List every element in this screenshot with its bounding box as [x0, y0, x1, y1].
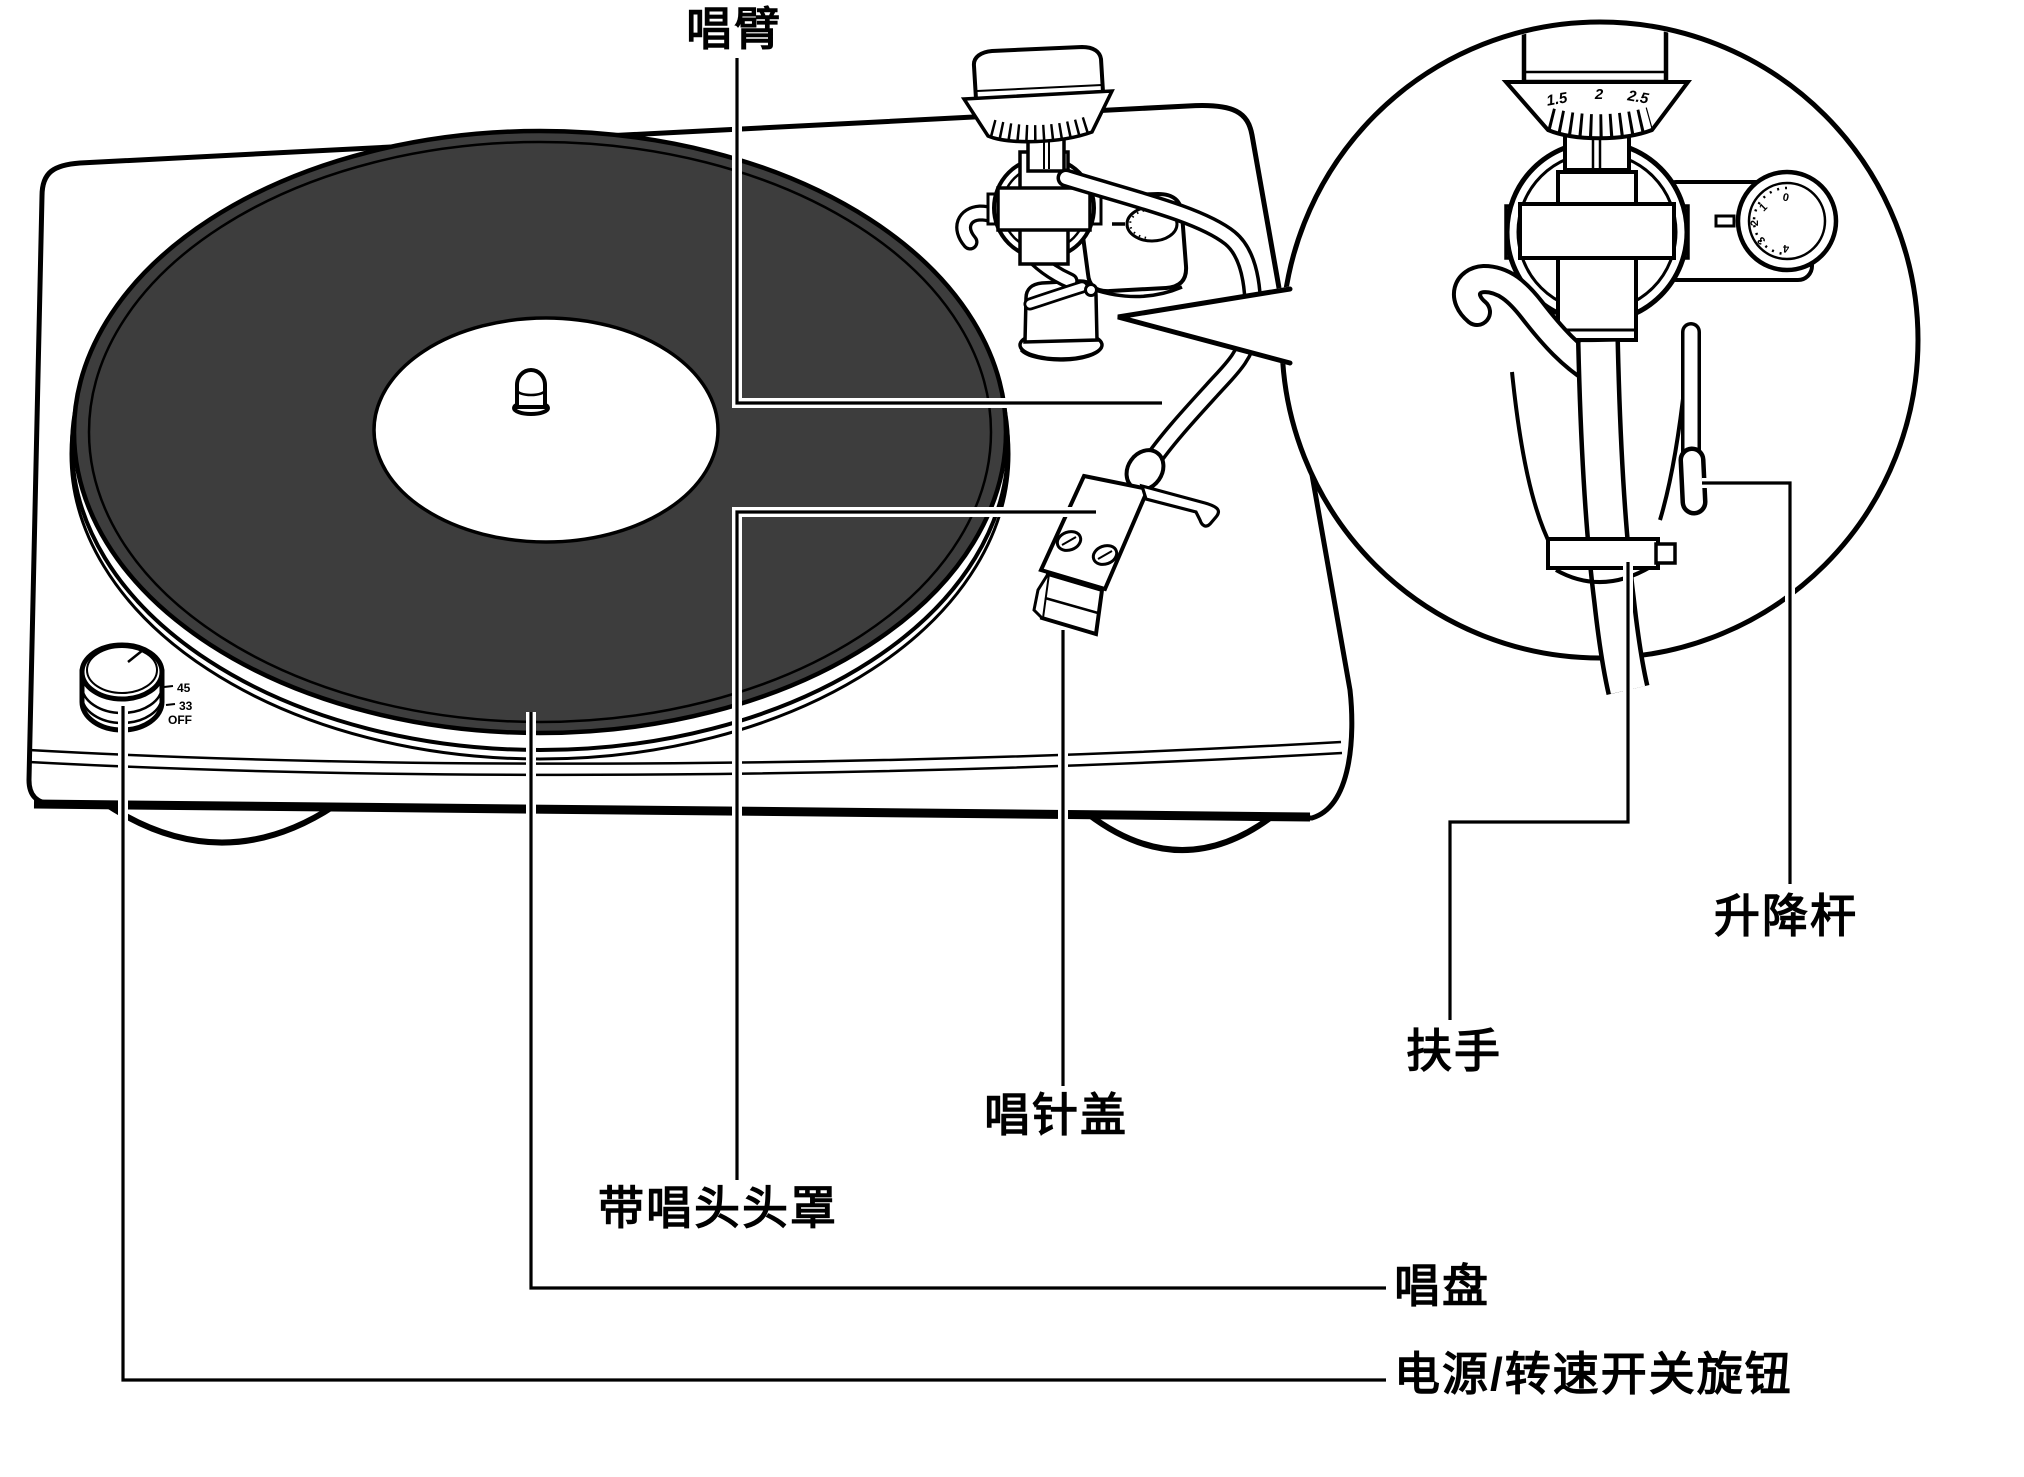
detail-yoke-horizontal — [1518, 202, 1676, 260]
knob-tick-45 — [163, 685, 174, 688]
knob-marking-45: 45 — [177, 681, 191, 695]
record-edge-line — [87, 140, 993, 724]
callout-wedge-edges — [1117, 286, 1293, 366]
label-lift-lever: 升降杆 — [1714, 890, 1858, 942]
knob-top[interactable] — [79, 642, 165, 702]
label-armrest: 扶手 — [1406, 1025, 1502, 1077]
screw-slot-1 — [1061, 536, 1077, 546]
arm-clip-knob — [1084, 283, 1098, 297]
tonearm-base-bottom — [1091, 285, 1183, 299]
detail-clamp-knob[interactable] — [1654, 542, 1677, 565]
leader-armrest — [1448, 562, 1630, 1020]
detail-antiskate-dial-inner — [1747, 181, 1827, 261]
counterweight-scale-ring[interactable] — [960, 89, 1115, 144]
leader-lift — [1702, 481, 1792, 884]
callout-wedge — [1112, 286, 1292, 366]
knob-marking-33: 33 — [179, 699, 193, 713]
plinth-bottom-edge — [33, 799, 1311, 822]
label-tonearm: 唱臂 — [686, 3, 782, 55]
knob-pointer — [127, 649, 144, 663]
scale-number-2: 2 — [1594, 86, 1604, 103]
detail-callout: 0 1 2 3 4 1.5 — [1112, 19, 1921, 695]
leader-headshell — [735, 510, 1096, 1180]
scale-number-2-5: 2.5 — [1625, 87, 1650, 108]
headshell-plate — [1038, 473, 1151, 592]
screw-slot-2 — [1097, 550, 1113, 560]
label-power-knob: 电源/转速开关旋钮 — [1394, 1348, 1793, 1400]
detail-content: 0 1 2 3 4 1.5 — [1452, 25, 1839, 549]
dial-number-0: 0 — [1782, 191, 1790, 204]
stylus-cover-line — [1044, 596, 1099, 615]
counterweight-body-line — [976, 84, 1103, 92]
counterweight-ticks — [989, 115, 1093, 143]
arm-pillar-flange-rim — [1019, 347, 1103, 362]
arm-clip-fill — [1026, 283, 1086, 308]
leader-power — [121, 706, 1386, 1382]
label-headshell: 带唱头头罩 — [598, 1182, 838, 1234]
detail-antiskate-dial[interactable] — [1735, 169, 1839, 273]
knob-top-inner — [86, 646, 158, 694]
knob-tick-33 — [165, 703, 176, 706]
label-platter: 唱盘 — [1394, 1260, 1490, 1312]
scale-number-1-5: 1.5 — [1545, 89, 1569, 109]
dial-number-4: 4 — [1782, 242, 1789, 254]
detail-scale-ticks — [1546, 107, 1654, 139]
detail-dial-dots — [1752, 186, 1788, 256]
detail-pillar-left — [1510, 371, 1554, 549]
detail-antiskate-marker — [1714, 214, 1736, 228]
leader-lines — [118, 58, 1795, 1385]
plinth-front-edge-a — [28, 740, 1342, 765]
spindle — [515, 368, 547, 409]
record-label — [372, 316, 720, 544]
stylus-cover-bevel — [1032, 573, 1050, 620]
leader-platter — [529, 712, 1386, 1290]
leader-tonearm — [735, 58, 1162, 405]
platter-group — [69, 128, 1011, 761]
foot-right — [1078, 810, 1279, 853]
plinth-front-edge-b — [28, 751, 1343, 777]
detail-armrest-fill — [1456, 267, 1607, 383]
lift-lever-handle-fill — [1683, 451, 1703, 511]
detail-arm-clamp[interactable] — [1546, 537, 1660, 570]
spindle-mid-line — [515, 389, 547, 397]
finger-lift[interactable] — [1139, 483, 1221, 528]
knob-marking-off: OFF — [168, 713, 192, 727]
gimbal-yoke-horizontal — [996, 186, 1092, 232]
detail-clamp-collar — [1555, 564, 1654, 585]
label-stylus-cover: 唱针盖 — [984, 1089, 1128, 1141]
dial-number-2: 2 — [1749, 220, 1761, 226]
